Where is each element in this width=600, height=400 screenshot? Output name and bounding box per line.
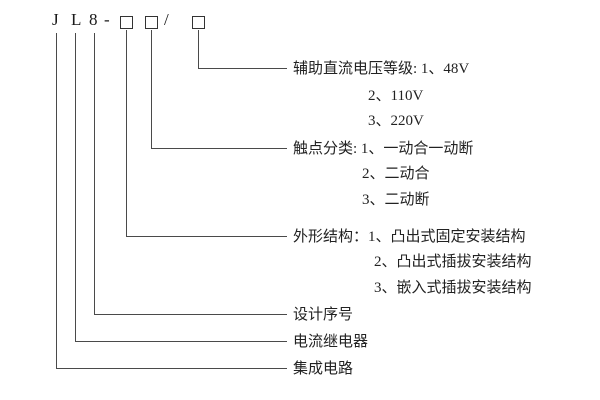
label-contact-opt2: 2、二动合	[362, 166, 430, 182]
label-current-relay: 电流继电器	[293, 334, 369, 350]
model-code: J L 8 - /	[0, 0, 600, 36]
label-voltage-opt2: 2、110V	[368, 88, 424, 104]
model-char-dash: -	[104, 10, 110, 29]
label-contact-main: 触点分类: 1、一动合一动断	[293, 141, 474, 157]
model-char-j: J	[52, 10, 59, 29]
label-contact-opt3: 3、二动断	[362, 192, 430, 208]
label-voltage-main: 辅助直流电压等级: 1、48V	[293, 61, 470, 77]
model-char-slash: /	[164, 10, 169, 29]
label-structure-opt2: 2、凸出式插拔安装结构	[374, 254, 532, 270]
connector-line-contact	[151, 30, 287, 149]
connector-line-integrated-circuit	[56, 33, 287, 369]
label-structure-opt3: 3、嵌入式插拔安装结构	[374, 280, 532, 296]
label-structure-main: 外形结构：1、凸出式固定安装结构	[293, 229, 526, 245]
model-box-voltage	[192, 16, 205, 29]
model-box-contact	[145, 16, 158, 29]
connector-line-design-serial	[94, 33, 287, 315]
label-voltage-opt3: 3、220V	[368, 113, 424, 129]
model-box-structure	[120, 16, 133, 29]
connector-line-current-relay	[75, 33, 287, 342]
model-char-l: L	[71, 10, 82, 29]
label-design-serial: 设计序号	[293, 307, 354, 323]
model-char-8: 8	[89, 10, 98, 29]
connector-line-structure	[126, 30, 287, 237]
label-integrated-circuit: 集成电路	[293, 361, 354, 377]
